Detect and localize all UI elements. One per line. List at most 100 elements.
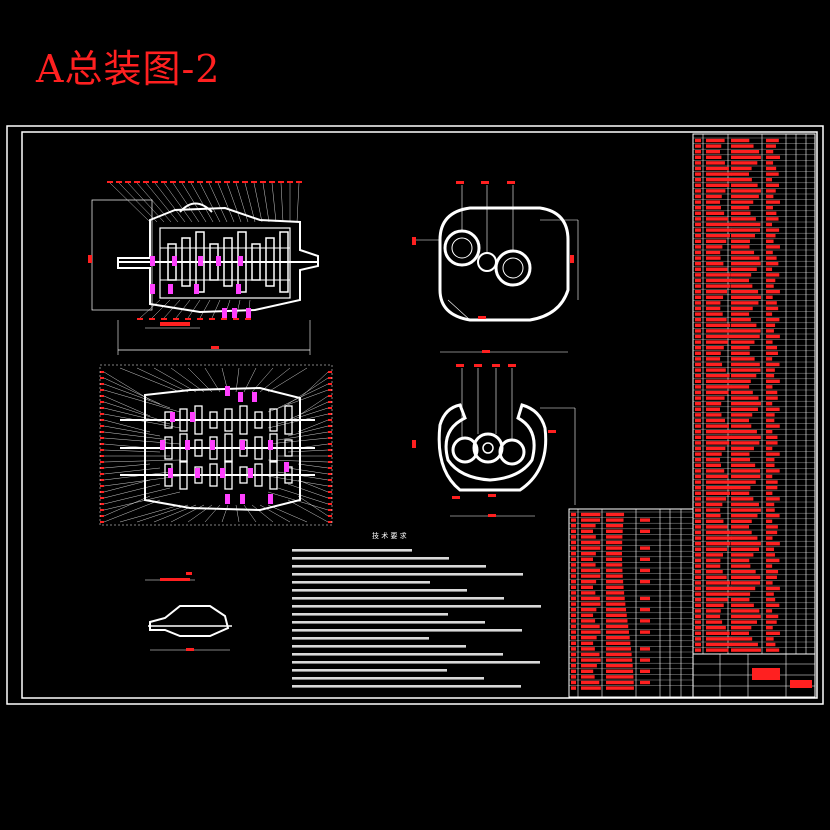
- leader-line: [277, 407, 329, 425]
- table-cell-text: [766, 385, 773, 389]
- table-cell-text: [695, 150, 701, 154]
- table-cell-text: [731, 581, 761, 585]
- gear: [223, 237, 233, 287]
- table-cell-text: [766, 318, 780, 322]
- leader-line: [118, 182, 158, 223]
- part-number: [100, 407, 104, 409]
- table-cell-text: [571, 535, 576, 539]
- table-cell-text: [695, 183, 701, 187]
- table-cell-text: [731, 430, 757, 434]
- table-cell-text: [766, 525, 778, 529]
- table-cell-text: [731, 290, 759, 294]
- table-cell-text: [695, 340, 701, 344]
- table-cell-text: [731, 570, 756, 574]
- table-cell-text: [706, 306, 721, 311]
- part-number: [209, 318, 215, 320]
- requirement-line: [292, 685, 521, 688]
- table-cell-text: [731, 631, 750, 635]
- table-cell-text: [581, 669, 594, 673]
- leader-line: [267, 389, 329, 413]
- table-cell-text: [706, 189, 726, 193]
- table-cell-text: [695, 396, 701, 400]
- part-number: [107, 181, 113, 183]
- leader-line: [136, 504, 189, 523]
- table-cell-text: [695, 357, 701, 361]
- part-number: [100, 503, 104, 505]
- table-cell-text: [731, 318, 751, 322]
- leader-line: [287, 483, 329, 499]
- table-cell-text: [695, 497, 701, 501]
- table-cell-text: [766, 609, 773, 613]
- table-cell-text: [640, 630, 650, 634]
- leader-line: [153, 367, 197, 393]
- table-cell-text: [731, 458, 751, 462]
- table-cell-text: [581, 524, 596, 528]
- table-cell-text: [766, 334, 780, 339]
- table-cell-text: [695, 385, 701, 389]
- table-cell-text: [695, 323, 701, 327]
- table-cell-text: [766, 222, 773, 227]
- table-cell-text: [766, 558, 780, 563]
- table-cell-text: [766, 631, 780, 635]
- highlight-mark: [240, 440, 245, 450]
- part-number: [143, 181, 149, 183]
- table-cell-text: [581, 546, 601, 550]
- table-cell-text: [731, 575, 761, 579]
- part-number: [328, 443, 332, 445]
- highlight-mark: [150, 256, 155, 266]
- highlight-mark: [225, 386, 230, 396]
- table-cell-text: [571, 580, 576, 584]
- table-cell-text: [731, 614, 761, 619]
- table-cell-text: [571, 647, 576, 651]
- gear: [254, 463, 263, 487]
- table-cell-text: [731, 329, 761, 333]
- table-cell-text: [606, 591, 625, 595]
- table-cell-text: [766, 463, 775, 467]
- table-cell-text: [706, 318, 727, 322]
- table-cell-text: [695, 558, 701, 563]
- requirement-line: [292, 669, 447, 672]
- table-cell-text: [571, 652, 576, 657]
- table-cell-text: [731, 396, 759, 400]
- part-number: [100, 377, 104, 379]
- table-cell-text: [766, 480, 778, 484]
- table-cell-text: [695, 228, 701, 232]
- highlight-mark: [216, 256, 221, 266]
- table-cell-text: [766, 234, 776, 238]
- table-cell-text: [766, 189, 776, 193]
- table-cell-text: [706, 228, 732, 232]
- part-number: [100, 509, 104, 511]
- part-number: [328, 473, 332, 475]
- part-number: [100, 485, 104, 487]
- part-number: [100, 461, 104, 463]
- table-cell-text: [581, 574, 601, 578]
- table-cell-text: [731, 497, 754, 501]
- table-cell-text: [695, 267, 701, 271]
- table-cell-text: [731, 536, 758, 540]
- table-cell-text: [766, 530, 778, 535]
- page-title: A总装图-2: [36, 47, 221, 91]
- table-cell-text: [731, 452, 750, 456]
- table-cell-text: [706, 379, 732, 383]
- leader-line: [253, 182, 263, 223]
- table-cell-text: [606, 557, 623, 561]
- table-cell-text: [766, 290, 780, 294]
- table-cell-text: [731, 446, 754, 451]
- table-cell-text: [766, 312, 773, 316]
- requirement-line: [292, 645, 466, 648]
- table-cell-text: [766, 570, 779, 574]
- table-cell-text: [731, 642, 758, 647]
- part-number: [100, 491, 104, 493]
- table-cell-text: [695, 329, 701, 333]
- table-cell-text: [766, 262, 779, 266]
- leader-line: [119, 367, 181, 393]
- requirement-line: [292, 605, 541, 608]
- table-cell-text: [581, 675, 595, 679]
- highlight-mark: [240, 494, 245, 504]
- table-cell-text: [731, 441, 760, 445]
- highlight-mark: [246, 308, 251, 318]
- leader-line: [103, 479, 151, 493]
- table-cell-text: [706, 390, 729, 395]
- table-cell-text: [766, 138, 779, 143]
- leader-line: [103, 499, 161, 523]
